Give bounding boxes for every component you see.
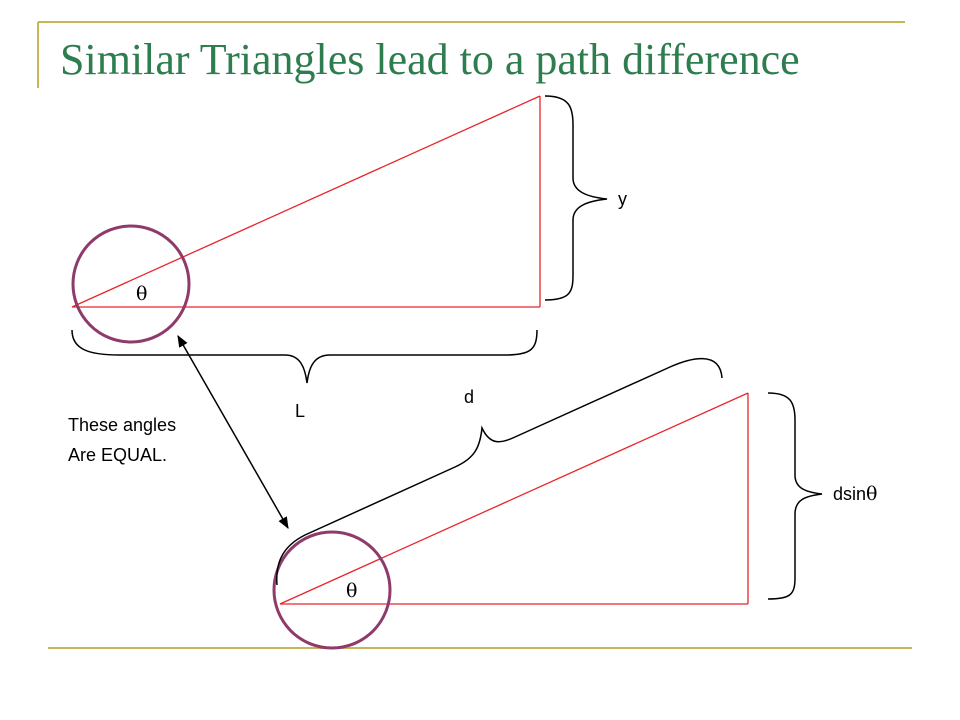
brace-L: [71, 329, 538, 384]
lower-theta-label: θ: [346, 580, 357, 602]
L-label: L: [295, 401, 305, 421]
y-label: y: [618, 189, 627, 209]
brace-dsin: [767, 392, 823, 600]
equal-angles-note-line2: Are EQUAL.: [68, 445, 167, 465]
upper-triangle-hypotenuse: [71, 95, 541, 308]
equal-angles-arrow: [177, 334, 289, 530]
lower-triangle-hypotenuse: [279, 392, 749, 605]
upper-triangle: [71, 95, 541, 308]
d-label: d: [464, 387, 474, 407]
brace-d: [276, 357, 723, 586]
lower-angle-circle: [272, 530, 392, 650]
dsin-theta-label: dsinθ: [833, 483, 877, 505]
dsin-prefix: dsin: [833, 484, 866, 504]
slide-title: Similar Triangles lead to a path differe…: [60, 35, 800, 84]
dsin-theta-symbol: θ: [866, 483, 877, 505]
equal-angles-note-line1: These angles: [68, 415, 176, 435]
lower-triangle: [279, 392, 749, 605]
upper-theta-label: θ: [136, 283, 147, 305]
upper-angle-circle: [71, 224, 191, 344]
brace-y: [544, 95, 608, 301]
